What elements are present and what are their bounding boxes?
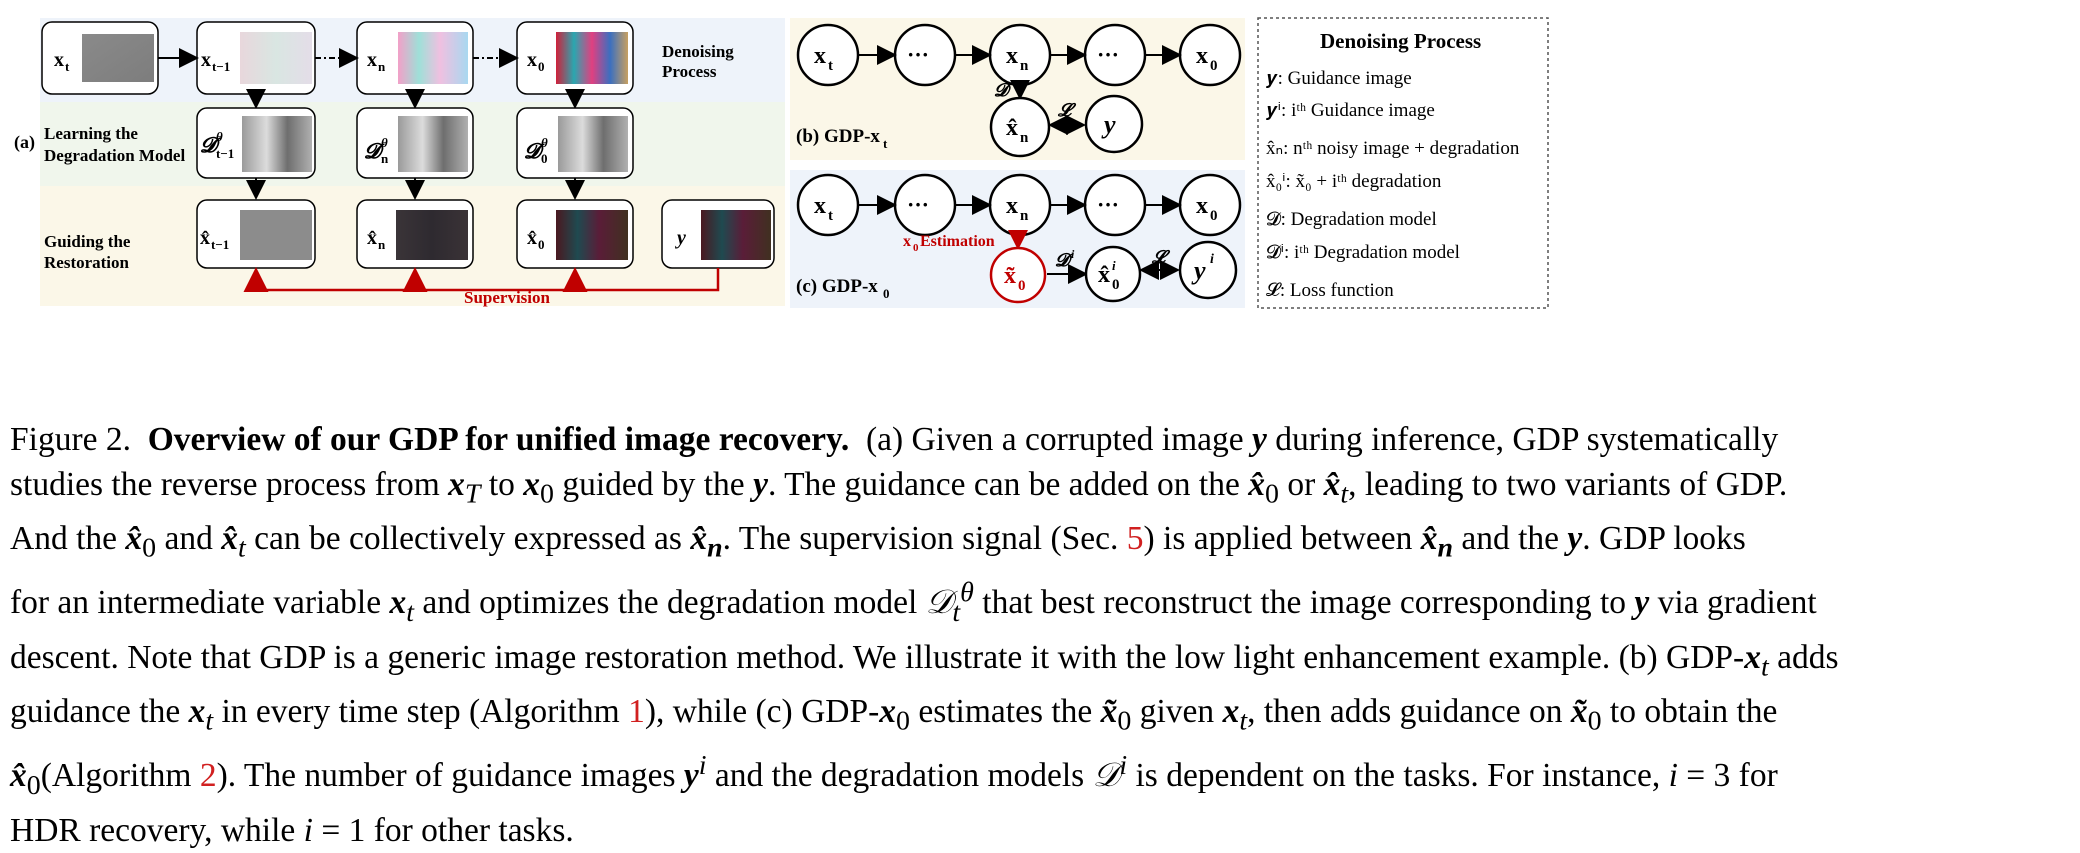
svg-text:θ: θ <box>541 135 548 150</box>
svg-text:n: n <box>1020 208 1029 224</box>
node-d-n: 𝓓 θ n <box>356 107 474 179</box>
svg-text:𝓓: 𝓓 <box>364 139 385 163</box>
row-label-guiding-2: Restoration <box>44 253 130 272</box>
svg-text:x: x <box>367 49 377 71</box>
svg-text:𝓓: 𝓓 <box>994 80 1012 100</box>
svg-text:n: n <box>378 237 386 252</box>
legend-item: 𝒚ⁱ: iᵗʰ Guidance image <box>1266 100 1435 121</box>
row-label-denoising-2: Process <box>662 62 717 81</box>
svg-text:x: x <box>1006 193 1018 219</box>
node-xhat-t1: x̂ t−1 <box>196 199 316 269</box>
svg-text:x̂: x̂ <box>1006 115 1018 141</box>
estimation-label: x <box>903 233 911 250</box>
svg-text:x: x <box>1006 43 1018 69</box>
svg-text:y: y <box>1191 256 1206 285</box>
estimation-suffix: Estimation <box>920 233 995 250</box>
legend-item: 𝒚: Guidance image <box>1266 68 1412 89</box>
row-label-guiding-1: Guiding the <box>44 232 131 251</box>
svg-text:0: 0 <box>538 237 545 252</box>
svg-text:x̂: x̂ <box>367 227 377 249</box>
panel-a-label: (a) <box>14 132 35 153</box>
svg-text:i: i <box>1112 258 1116 273</box>
node-d-t1: 𝓓 θ t−1 <box>196 107 316 179</box>
svg-text:t: t <box>828 208 833 224</box>
svg-text:x: x <box>54 49 64 71</box>
svg-text:x̃: x̃ <box>1004 263 1016 289</box>
legend-item: x̂ₙ: nᵗʰ noisy image + degradation <box>1266 138 1520 159</box>
ref-sec-link[interactable]: 5 <box>1126 519 1144 557</box>
ref-alg2-link[interactable]: 2 <box>199 757 217 795</box>
svg-text:i: i <box>1210 252 1214 267</box>
svg-text:𝓓: 𝓓 <box>200 133 221 157</box>
svg-text:x: x <box>201 49 211 71</box>
node-xn: x n <box>356 21 474 95</box>
estimation-sub: 0 <box>913 242 919 254</box>
svg-text:i: i <box>1071 247 1075 261</box>
legend-title: Denoising Process <box>1320 29 1481 53</box>
svg-text:···: ··· <box>1097 192 1119 217</box>
svg-text:0: 0 <box>1112 277 1120 293</box>
svg-text:θ: θ <box>381 135 388 150</box>
svg-text:𝓓: 𝓓 <box>1055 250 1073 270</box>
figure-diagram: (a) Denoising Process Learning the Degra… <box>14 17 1549 309</box>
figure-caption: Figure 2. Overview of our GDP for unifie… <box>10 421 1839 849</box>
caption-title: Overview of our GDP for unified image re… <box>147 421 850 458</box>
node-x0: x 0 <box>516 21 634 95</box>
caption-prefix: Figure 2. <box>10 421 131 458</box>
svg-text:···: ··· <box>1097 42 1119 67</box>
svg-text:0: 0 <box>1210 208 1218 224</box>
svg-text:x: x <box>1196 193 1208 219</box>
svg-text:x: x <box>527 49 537 71</box>
legend-item: 𝓓ⁱ: iᵗʰ Degradation model <box>1266 242 1460 263</box>
svg-text:t: t <box>65 59 70 74</box>
legend-item: x̂₀ⁱ: x̃₀ + iᵗʰ degradation <box>1266 171 1442 192</box>
svg-text:0: 0 <box>538 59 545 74</box>
panel-b-label-sub: t <box>883 136 888 151</box>
supervision-label: Supervision <box>464 288 551 307</box>
node-d-0: 𝓓 θ 0 <box>516 107 634 179</box>
svg-text:x: x <box>1196 43 1208 69</box>
node-y: y <box>661 199 775 269</box>
legend-item: 𝓛: Loss function <box>1266 280 1394 301</box>
panel-c-graph: x t ··· x n ··· x 0 x̃ 0 𝓓 i x̂ i 0 𝓛 y … <box>796 173 1242 304</box>
svg-text:0: 0 <box>541 151 548 166</box>
svg-text:x̂: x̂ <box>527 227 537 249</box>
svg-text:x̂: x̂ <box>200 227 210 249</box>
svg-text:y: y <box>675 227 686 249</box>
svg-text:t−1: t−1 <box>216 146 234 161</box>
svg-text:n: n <box>378 59 386 74</box>
row-label-learning-1: Learning the <box>44 124 138 143</box>
svg-text:n: n <box>381 151 389 166</box>
svg-text:x: x <box>814 43 826 69</box>
row-label-learning-2: Degradation Model <box>44 146 185 165</box>
svg-text:x̂: x̂ <box>1098 262 1110 288</box>
svg-text:···: ··· <box>907 192 929 217</box>
legend-item: 𝓓: Degradation model <box>1266 209 1437 230</box>
ref-alg1-link[interactable]: 1 <box>628 692 645 730</box>
svg-text:x: x <box>814 193 826 219</box>
node-xhat-n: x̂ n <box>356 199 474 269</box>
svg-text:0: 0 <box>1210 58 1218 74</box>
svg-text:n: n <box>1020 58 1029 74</box>
svg-text:y: y <box>1101 110 1116 139</box>
figure-root: (a) Denoising Process Learning the Degra… <box>10 17 1838 849</box>
panel-c-label-sub: 0 <box>883 286 890 301</box>
svg-text:t−1: t−1 <box>211 237 229 252</box>
node-xt-1: x t−1 <box>196 21 316 95</box>
svg-text:n: n <box>1020 130 1029 146</box>
node-xhat-0: x̂ 0 <box>516 199 634 269</box>
svg-text:···: ··· <box>907 42 929 67</box>
panel-c-label: (c) GDP-x <box>796 276 878 297</box>
svg-text:t: t <box>828 58 833 74</box>
svg-text:0: 0 <box>1018 278 1026 294</box>
node-xt: x t <box>41 21 159 95</box>
svg-text:𝓓: 𝓓 <box>524 139 545 163</box>
legend: Denoising Process 𝒚: Guidance image 𝒚ⁱ: … <box>1257 17 1549 309</box>
svg-text:θ: θ <box>216 129 223 144</box>
panel-b-label: (b) GDP-x <box>796 126 880 147</box>
supervision-lines <box>243 267 720 292</box>
row-label-denoising-1: Denoising <box>662 42 734 61</box>
svg-text:t−1: t−1 <box>212 59 230 74</box>
